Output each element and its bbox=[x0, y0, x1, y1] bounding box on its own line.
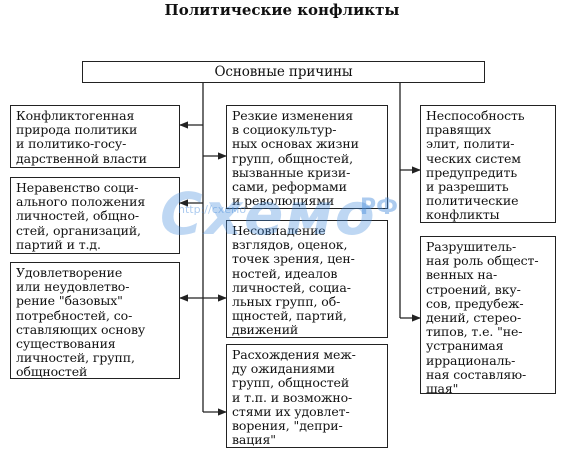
center-box-3: Расхождения меж- ду ожиданиями групп, об… bbox=[226, 344, 388, 448]
diagram-title: Политические конфликты bbox=[164, 1, 400, 19]
left-box-1: Конфликтогенная природа политики и полит… bbox=[10, 105, 180, 168]
center-box-1: Резкие изменения в социокультур- ных осн… bbox=[226, 105, 388, 209]
center-box-2: Несовпадение взглядов, оценок, точек зре… bbox=[226, 220, 388, 338]
left-box-3: Удовлетворение или неудовлетво- рение "б… bbox=[10, 262, 180, 379]
right-box-2: Разрушитель- ная роль общест- венных на-… bbox=[420, 236, 556, 394]
right-box-1: Неспособность правящих элит, полити- чес… bbox=[420, 105, 556, 223]
left-box-2: Неравенство соци- ального положения личн… bbox=[10, 177, 180, 254]
main-causes-header: Основные причины bbox=[82, 61, 485, 83]
